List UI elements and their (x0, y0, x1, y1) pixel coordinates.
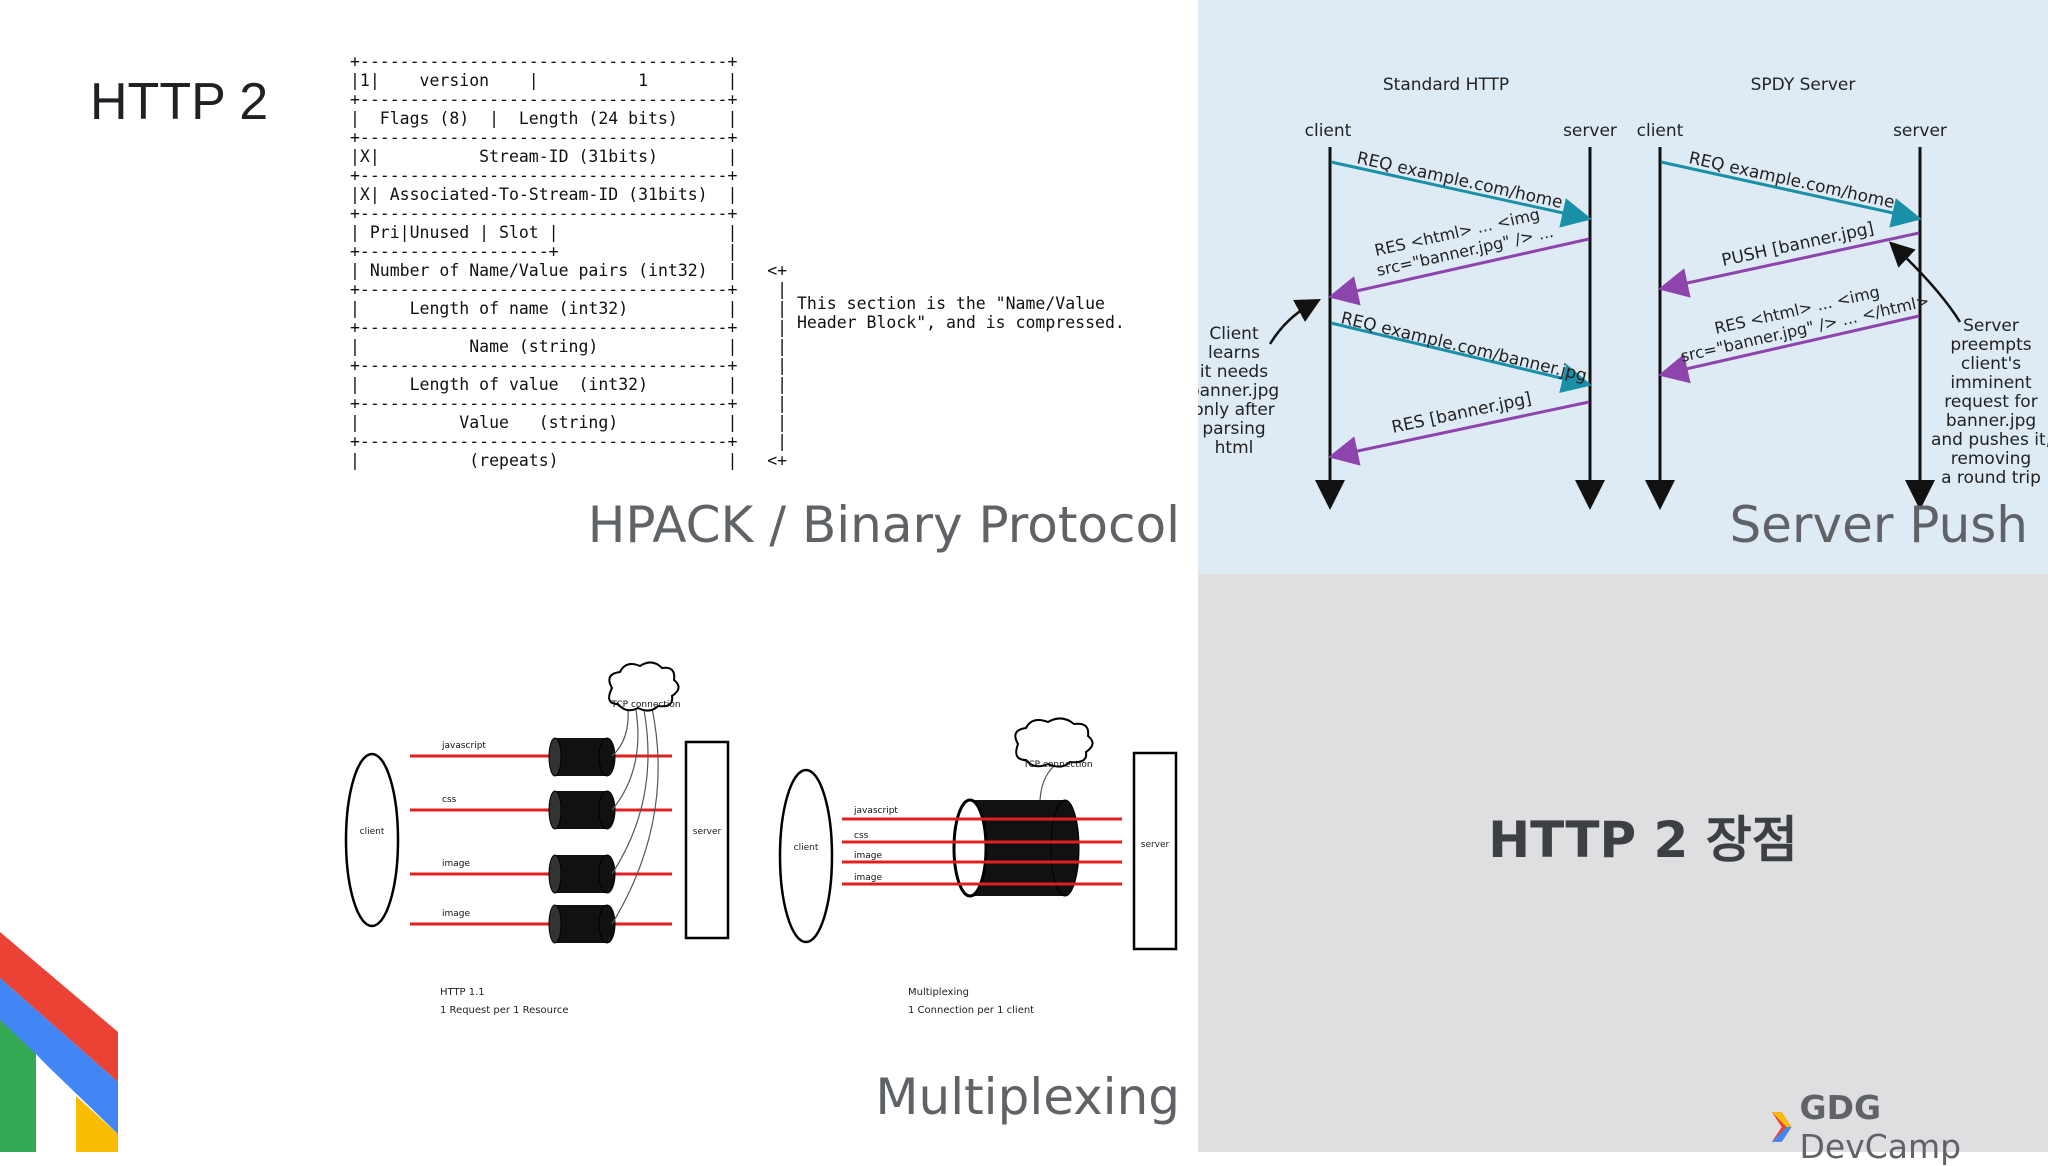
note-line: imminent (1950, 373, 2032, 393)
hpack-caption: HPACK / Binary Protocol (587, 496, 1180, 554)
note-line: Client (1209, 324, 1259, 344)
http11-resource-label: image (442, 909, 470, 919)
note-line: banner.jpg (1946, 411, 2036, 431)
standard-res-banner-arrow (1328, 400, 1590, 466)
standard-note-arrow (1268, 299, 1321, 345)
note-line: request for (1944, 392, 2037, 412)
hpack-note: This section is the "Name/Value Header B… (797, 294, 1125, 332)
http11-footer-title: HTTP 1.1 (440, 987, 485, 998)
standard-req-home-arrow (1330, 160, 1592, 228)
http11-resource-label: css (442, 795, 457, 805)
gdg-name-bold: GDG (1799, 1088, 1882, 1127)
http11-server-label: server (693, 827, 722, 837)
mux-footer-title: Multiplexing (908, 987, 969, 998)
note-line: preempts (1950, 335, 2031, 355)
gdg-devcamp-brand: GDG DevCamp (1770, 1088, 2048, 1166)
server-push-caption: Server Push (1729, 496, 2028, 554)
http11-lane-image-2: image (410, 904, 672, 944)
http11-server-box (684, 740, 730, 940)
http11-tcp-links (611, 707, 659, 925)
http11-client-label: client (360, 827, 385, 837)
http11-resource-label: image (442, 859, 470, 869)
http11-lane-css: css (410, 790, 672, 830)
mux-lanes (842, 817, 1122, 886)
spdy-server-label: server (1893, 121, 1947, 141)
http11-client-ellipse (344, 752, 400, 928)
http11-tcp-cloud (608, 661, 680, 712)
slide-title: HTTP 2 (90, 73, 269, 131)
advantages-panel (1198, 574, 2048, 1152)
mux-client-label: client (794, 843, 819, 853)
standard-http-title: Standard HTTP (1383, 75, 1509, 95)
http11-resource-label: javascript (441, 741, 486, 751)
note-line: banner.jpg (1198, 381, 1279, 401)
standard-server-label: server (1563, 121, 1617, 141)
multiplexing-caption: Multiplexing (875, 1068, 1180, 1126)
http11-diagram: client server javascript css image image… (344, 661, 730, 1016)
http11-lane-javascript: javascript (410, 737, 672, 777)
spdy-push-arrow (1658, 231, 1920, 298)
note-line: learns (1208, 343, 1260, 363)
http11-tcp-label: TCP connection (610, 700, 680, 710)
standard-req-home-label: REQ example.com/home (1355, 148, 1565, 213)
gdg-name-rest: DevCamp (1799, 1127, 1962, 1166)
note-line: only after (1198, 400, 1275, 420)
mux-resource-label: javascript (853, 806, 898, 816)
spdy-note-arrow (1888, 241, 1962, 323)
gdg-chevron-icon (1771, 1112, 1792, 1142)
mux-server-box (1132, 751, 1178, 951)
mux-diagram: client server javascript css image image… (778, 717, 1178, 1016)
advantages-title: HTTP 2 장점 (1488, 811, 1798, 869)
mux-footer-sub: 1 Connection per 1 client (908, 1005, 1034, 1016)
multiplexing-diagram: client server javascript css image image… (344, 661, 1178, 1016)
note-line: and pushes it, (1931, 430, 2048, 450)
spdy-req-home-arrow (1660, 160, 1922, 228)
mux-resource-label: image (854, 873, 882, 883)
standard-req-banner-arrow (1330, 321, 1592, 394)
spdy-res-html-arrow (1658, 314, 1920, 384)
mux-client-ellipse (778, 768, 834, 944)
brand-ribbon-decoration (0, 932, 118, 1152)
standard-res-banner-label: RES [banner.jpg] (1390, 389, 1533, 438)
spdy-title: SPDY Server (1751, 75, 1856, 95)
note-line: html (1215, 438, 1254, 458)
note-line: Server (1963, 316, 2019, 336)
spdy-req-home-label: REQ example.com/home (1687, 148, 1897, 213)
mux-resource-label: image (854, 851, 882, 861)
spdy-client-label: client (1637, 121, 1684, 141)
mux-tcp-label: TCP connection (1022, 760, 1092, 770)
note-line: client's (1961, 354, 2021, 374)
hpack-note-line: Header Block", and is compressed. (797, 313, 1125, 332)
server-push-diagram: Standard HTTP client server REQ example.… (1198, 75, 2048, 510)
http11-footer-sub: 1 Request per 1 Resource (440, 1005, 569, 1016)
standard-client-label: client (1305, 121, 1352, 141)
note-line: a round trip (1941, 468, 2041, 488)
mux-server-label: server (1141, 840, 1170, 850)
hpack-note-line: This section is the "Name/Value (797, 294, 1105, 313)
mux-tcp-cloud (1014, 717, 1094, 768)
standard-res-html-arrow (1328, 237, 1590, 306)
hpack-frame-lines: +-------------------------------------+ … (350, 52, 788, 470)
spdy-push-label: PUSH [banner.jpg] (1720, 219, 1876, 271)
note-line: removing (1951, 449, 2031, 469)
hpack-frame-diagram: +-------------------------------------+ … (350, 52, 787, 470)
note-line: parsing (1202, 419, 1265, 439)
note-line: it needs (1200, 362, 1268, 382)
mux-resource-label: css (854, 831, 869, 841)
standard-req-banner-label: REQ example.com/banner.jpg (1339, 308, 1589, 386)
http11-lane-image: image (410, 854, 672, 894)
